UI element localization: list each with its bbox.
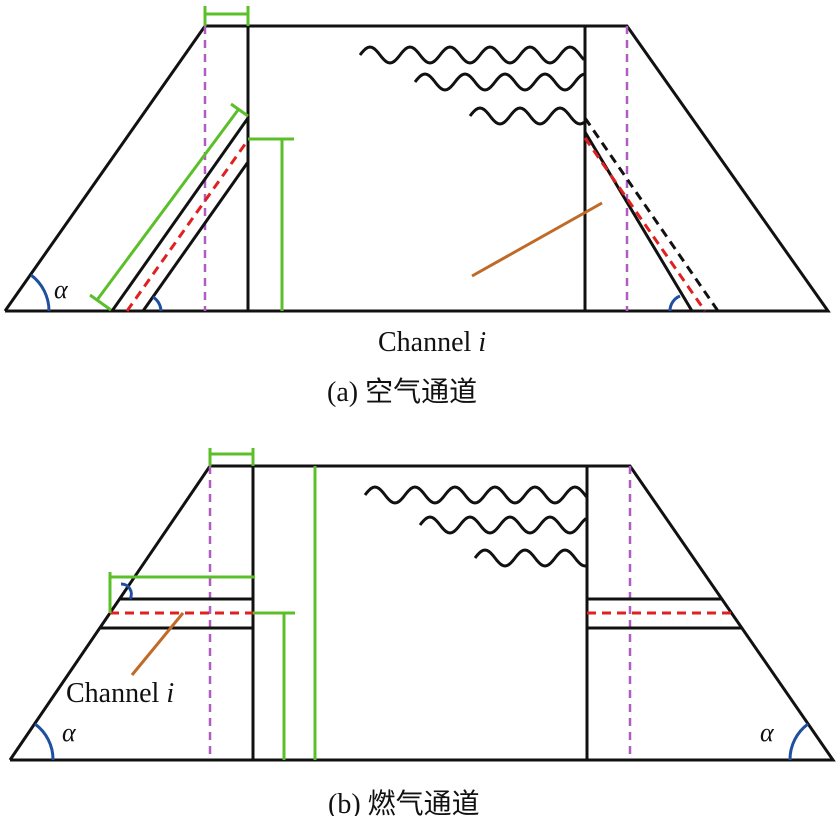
channel-height-dimension-a <box>248 137 294 311</box>
panel-a <box>3 6 831 313</box>
angle-arc-channel-b <box>120 582 133 600</box>
channel-index-a: i <box>478 327 487 358</box>
leader-line-b <box>130 612 185 676</box>
channel-wall-right-a <box>583 131 694 312</box>
wave-3-a <box>468 106 585 126</box>
leader-line-a <box>471 201 603 278</box>
wave-3-b <box>473 548 588 568</box>
channel-label-b: Channel i <box>66 678 174 710</box>
wave-1-a <box>358 45 586 65</box>
channel-midline-right-a <box>583 137 707 312</box>
angle-arc-right-b <box>788 722 809 761</box>
angle-arc-channel-a <box>152 295 163 312</box>
top-width-dimension-b <box>208 448 255 466</box>
angle-arc-channel-right-a <box>668 294 681 312</box>
angle-label-a: α <box>54 275 68 304</box>
wave-1-b <box>363 485 589 505</box>
wave-2-a <box>413 72 586 92</box>
channel-label-text-b: Channel <box>66 678 160 709</box>
trapezoid-outline-a <box>3 24 831 313</box>
panel-b <box>8 448 836 762</box>
channel-midline-a <box>125 139 250 312</box>
angle-label-left-b: α <box>62 718 76 747</box>
channel-wall-dashed-right-a <box>583 117 720 312</box>
channel-wall-upper-a <box>110 117 250 312</box>
caption-a: (a) 空气通道 <box>327 377 478 408</box>
channel-length-dimension-b <box>108 572 255 613</box>
wave-2-b <box>418 515 588 535</box>
top-width-dimension-a <box>203 6 250 26</box>
angle-arc-left-b <box>34 722 55 761</box>
angle-label-right-b: α <box>760 718 774 747</box>
channel-length-dimension-a <box>89 102 249 312</box>
channel-label-text-a: Channel <box>378 327 472 358</box>
channel-index-b: i <box>166 678 175 709</box>
angle-arc-left-a <box>30 273 51 312</box>
caption-b: (b) 燃气通道 <box>328 789 480 816</box>
channel-label-a: Channel i <box>378 327 486 359</box>
channel-height-dimension-b <box>253 611 295 760</box>
channel-wall-lower-a <box>141 161 250 312</box>
